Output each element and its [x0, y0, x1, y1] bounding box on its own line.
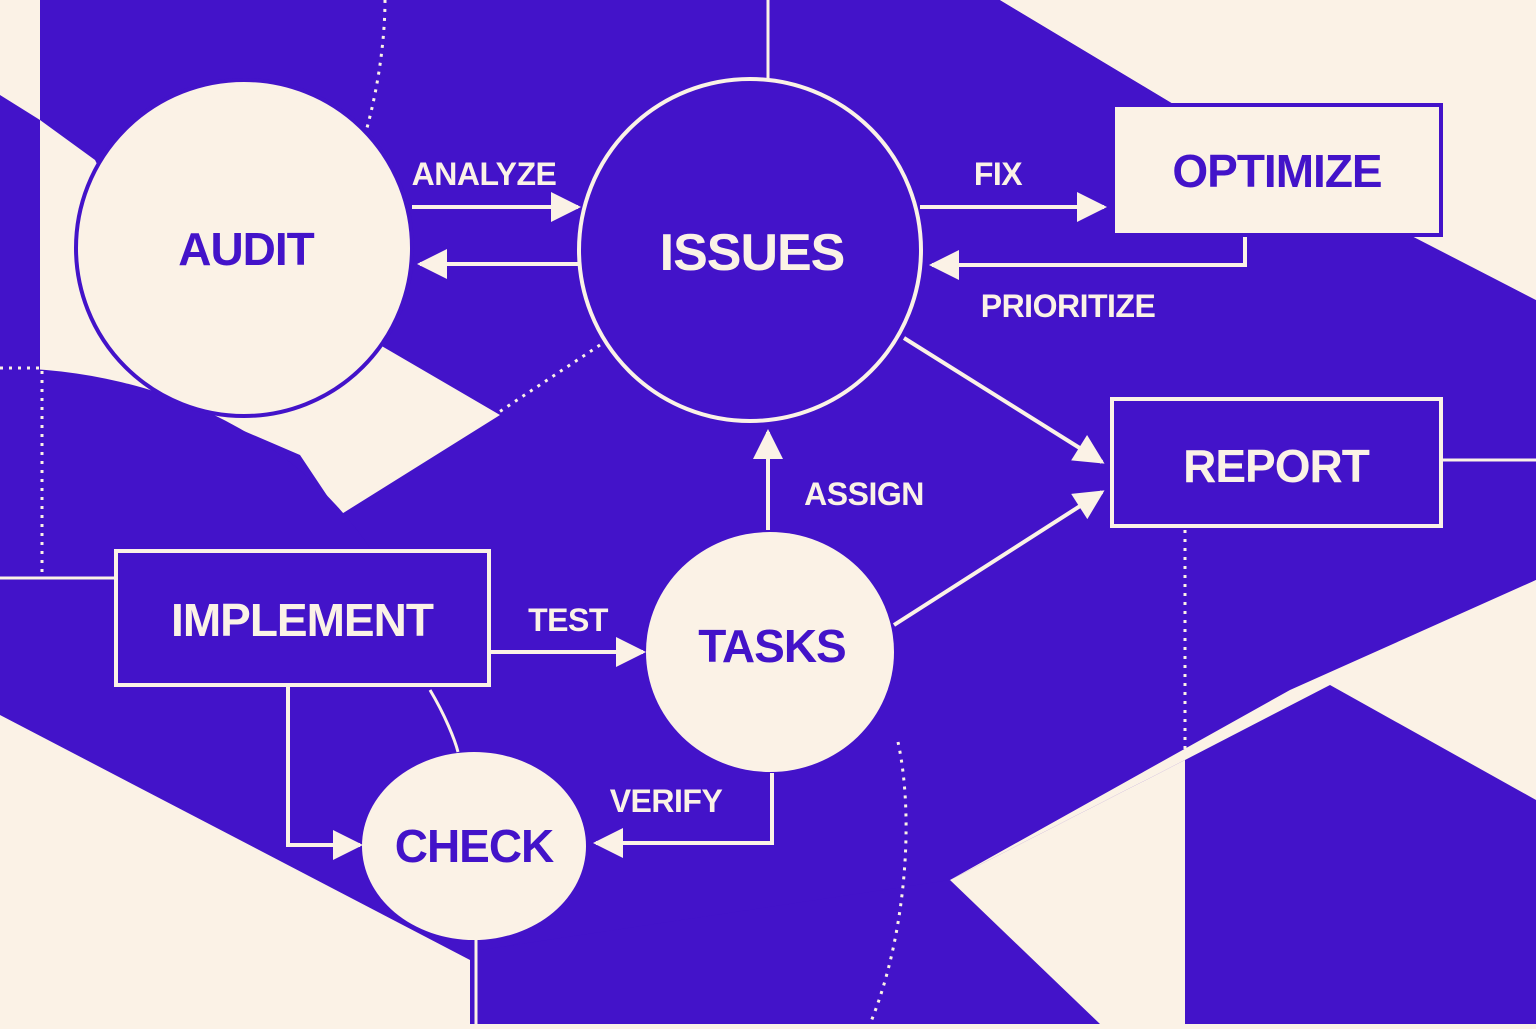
bg-purple-bottomright	[1185, 685, 1536, 1024]
bg-cream-triangle-bottom	[950, 760, 1185, 1024]
node-tasks-label: TASKS	[698, 620, 846, 672]
node-implement-label: IMPLEMENT	[171, 594, 434, 646]
edge-label-prioritize: PRIORITIZE	[981, 288, 1156, 324]
bg-cream-wedge-topleft	[0, 0, 40, 120]
edge-label-assign: ASSIGN	[804, 476, 924, 512]
node-check: CHECK	[362, 752, 586, 940]
bg-cream-triangle-right	[1330, 580, 1536, 800]
connectors	[286, 192, 1247, 860]
node-report-label: REPORT	[1183, 440, 1370, 492]
edge-label-test: TEST	[528, 602, 609, 638]
edge-label-analyze: ANALYZE	[412, 156, 557, 192]
bg-cream-band-bottom	[480, 760, 1185, 1024]
edge-label-fix: FIX	[974, 156, 1023, 192]
node-optimize-label: OPTIMIZE	[1172, 145, 1381, 197]
edge-labels: ANALYZE FIX PRIORITIZE ASSIGN TEST VERIF…	[412, 156, 1156, 819]
bg-cream-triangle-bottomleft	[0, 715, 470, 1024]
node-audit: AUDIT	[74, 78, 414, 418]
node-audit-label: AUDIT	[178, 223, 314, 275]
arrow-implement-to-check	[286, 686, 363, 860]
edge-label-verify: VERIFY	[610, 783, 723, 819]
node-issues-label: ISSUES	[660, 224, 845, 282]
node-report: REPORT	[1110, 397, 1443, 528]
node-check-label: CHECK	[395, 820, 554, 872]
arrow-tasks-to-report	[892, 490, 1105, 627]
node-tasks: TASKS	[646, 532, 894, 772]
node-optimize: OPTIMIZE	[1111, 103, 1443, 237]
node-issues: ISSUES	[577, 77, 923, 423]
arrow-tasks-to-check	[593, 773, 774, 858]
arrow-optimize-to-issues	[929, 236, 1247, 280]
arrow-issues-to-report	[902, 336, 1105, 464]
node-implement: IMPLEMENT	[114, 549, 491, 687]
